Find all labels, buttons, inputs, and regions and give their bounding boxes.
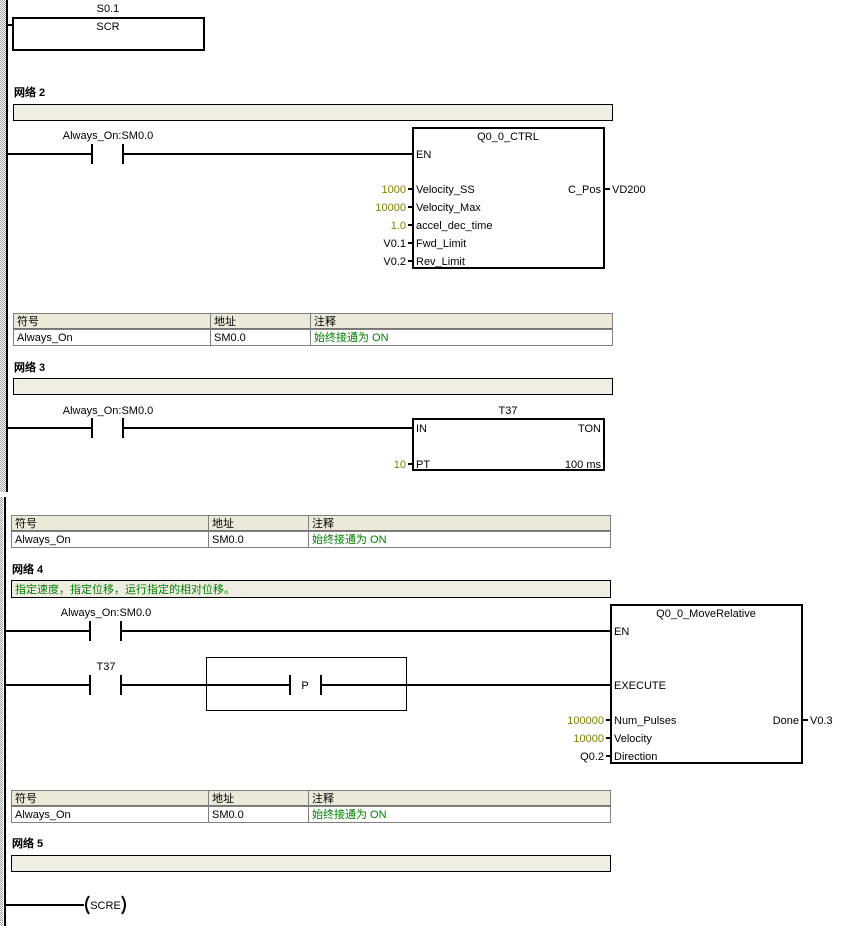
symbol-table: 符号 地址 注释 Always_On SM0.0 始终接通为 ON [11, 515, 611, 548]
network-3[interactable]: 网络 3 Always_On:SM0.0 T37 IN TON 10 PT 10… [7, 360, 613, 548]
timer-name[interactable]: T37 [499, 405, 518, 417]
scr-address: S0.1 [97, 3, 120, 15]
input-value[interactable]: 10000 [573, 733, 604, 745]
pin-label: Velocity_Max [416, 202, 481, 214]
label-text: SM0.0 [212, 534, 244, 546]
label-text: 地址 [214, 314, 236, 328]
symbol-table: 符号 地址 注释 Always_On SM0.0 始终接通为 ON [13, 313, 613, 346]
network-title: 网络 5 [12, 836, 43, 850]
label-text: 符号 [17, 315, 39, 328]
pin-label: accel_dec_time [416, 220, 492, 232]
pin-label: Fwd_Limit [416, 238, 466, 250]
block-inputs: 1000 Velocity_SS 10000 Velocity_Max 1.0 … [375, 184, 492, 268]
label-text: 注释 [312, 791, 334, 805]
network-1[interactable]: S0.1 SCR [7, 3, 205, 51]
label-text: Always_On [17, 332, 73, 344]
normally-open-contact[interactable] [91, 418, 124, 438]
power-rail [6, 0, 8, 492]
contact-label: T37 [97, 661, 116, 673]
network-2[interactable]: 网络 2 Always_On:SM0.0 Q0_0_CTRL EN 1000 V… [7, 85, 646, 346]
pin-en: EN [416, 149, 431, 161]
network-comment[interactable] [13, 378, 613, 395]
output-value[interactable]: V0.3 [810, 715, 833, 727]
contact-label: Always_On:SM0.0 [61, 607, 151, 619]
scre-coil[interactable]: SCRE [85, 895, 126, 915]
pin-label: Num_Pulses [614, 715, 677, 727]
label-text: 符号 [15, 517, 37, 530]
input-value[interactable]: V0.1 [383, 238, 406, 250]
pin-label: C_Pos [568, 184, 602, 196]
label-text: SM0.0 [214, 332, 246, 344]
label-text: 地址 [212, 791, 234, 805]
left-margin [0, 0, 6, 492]
label-text: Always_On [15, 534, 71, 546]
pin-label: Velocity [614, 733, 652, 745]
pin-in: IN [416, 423, 427, 435]
timer-type: TON [578, 423, 601, 435]
block-title: Q0_0_MoveRelative [656, 608, 756, 620]
contact-label: Always_On:SM0.0 [63, 405, 153, 417]
symbol-table: 符号 地址 注释 Always_On SM0.0 始终接通为 ON [11, 790, 611, 823]
pin-label: Direction [614, 751, 657, 763]
ton-timer-block[interactable]: IN TON 10 PT 100 ms [394, 418, 605, 471]
timer-resolution: 100 ms [565, 459, 602, 471]
pin-label: Rev_Limit [416, 256, 465, 268]
power-rail [4, 497, 6, 926]
input-value[interactable]: 100000 [567, 715, 604, 727]
input-value[interactable]: 1000 [382, 184, 406, 196]
q0-0-moverelative-block[interactable]: Q0_0_MoveRelative EN EXECUTE 100000 Num_… [567, 604, 833, 764]
label-text: 始终接通为 ON [312, 532, 387, 546]
normally-open-contact[interactable] [89, 621, 122, 641]
network-title: 网络 4 [12, 562, 44, 576]
network-title: 网络 2 [14, 85, 45, 99]
network-comment[interactable] [11, 855, 611, 872]
input-value[interactable]: 10000 [375, 202, 406, 214]
label-text: 符号 [15, 792, 37, 805]
network-title: 网络 3 [14, 360, 45, 374]
network-5[interactable]: 网络 5 SCRE [5, 836, 611, 915]
input-value[interactable]: V0.2 [383, 256, 406, 268]
network-comment[interactable] [11, 580, 611, 598]
label-text: Always_On [15, 809, 71, 821]
label-text: 注释 [312, 516, 334, 530]
label-text: 注释 [314, 314, 336, 328]
contact-label: Always_On:SM0.0 [63, 130, 153, 142]
label-text: 始终接通为 ON [314, 330, 389, 344]
input-value[interactable]: Q0.2 [580, 751, 604, 763]
input-value[interactable]: 1.0 [391, 220, 406, 232]
positive-edge-contact[interactable]: P [289, 675, 322, 695]
label-text: 始终接通为 ON [312, 807, 387, 821]
label-text: SM0.0 [212, 809, 244, 821]
left-margin [0, 497, 3, 926]
normally-open-contact[interactable] [89, 675, 122, 695]
output-value[interactable]: VD200 [612, 184, 646, 196]
pin-pt: PT [416, 459, 430, 471]
label-text: 地址 [212, 516, 234, 530]
scr-label: SCR [96, 21, 119, 33]
pin-execute: EXECUTE [614, 680, 666, 692]
edge-label: P [301, 680, 308, 692]
network-4[interactable]: 网络 4 指定速度，指定位移，运行指定的相对位移。 Always_On:SM0.… [5, 562, 833, 823]
coil-label: SCRE [90, 900, 121, 912]
normally-open-contact[interactable] [91, 144, 124, 164]
pin-label: Done [773, 715, 799, 727]
preset-value[interactable]: 10 [394, 459, 406, 471]
scr-box[interactable] [12, 17, 205, 51]
block-title: Q0_0_CTRL [477, 131, 539, 143]
network-comment[interactable] [13, 104, 613, 121]
pin-en: EN [614, 626, 629, 638]
pin-label: Velocity_SS [416, 184, 475, 196]
network-comment-text: 指定速度，指定位移，运行指定的相对位移。 [15, 582, 235, 596]
q0-0-ctrl-block[interactable]: Q0_0_CTRL EN 1000 Velocity_SS 10000 Velo… [375, 127, 646, 269]
